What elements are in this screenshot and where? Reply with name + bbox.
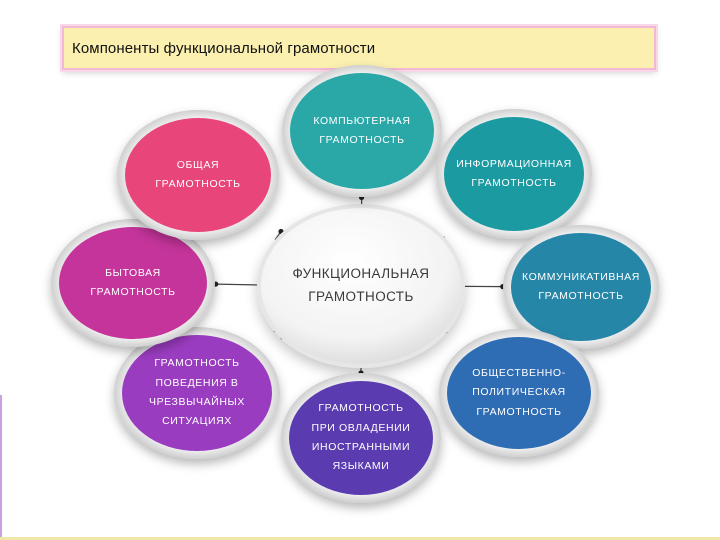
center-circle: [261, 208, 461, 364]
node-label-household: Бытовая грамотность: [90, 266, 176, 298]
bottom-accent-line: [0, 537, 720, 540]
node-label-sociopolitical: Общественно- политическая грамотность: [472, 366, 566, 418]
node-sociopolitical: [447, 337, 591, 449]
node-label-information: Информационная грамотность: [456, 157, 572, 189]
node-computer: [290, 73, 434, 189]
left-accent-line: [0, 395, 2, 540]
node-communicative: [511, 233, 651, 341]
node-label-computer: Компьютерная грамотность: [313, 114, 411, 146]
center-circle-group: [257, 204, 465, 368]
node-label-communicative: Коммуникативная грамотность: [522, 270, 640, 302]
node-label-foreign: Грамотность при овладении иностранными я…: [311, 402, 411, 473]
connector-household: [215, 283, 258, 286]
node-label-emergency: Грамотность поведения в чрезвычайных сит…: [148, 357, 246, 428]
node-label-general: Общая грамотность: [155, 158, 241, 190]
node-household: [59, 227, 207, 339]
node-information: [444, 117, 584, 231]
node-general: [125, 118, 271, 232]
node-emergency: [122, 335, 272, 451]
page-title: Компоненты функциональной грамотности: [72, 40, 376, 57]
node-foreign: [289, 381, 433, 495]
center-label: Функциональная грамотность: [292, 266, 430, 304]
nodes-group: [51, 65, 659, 503]
